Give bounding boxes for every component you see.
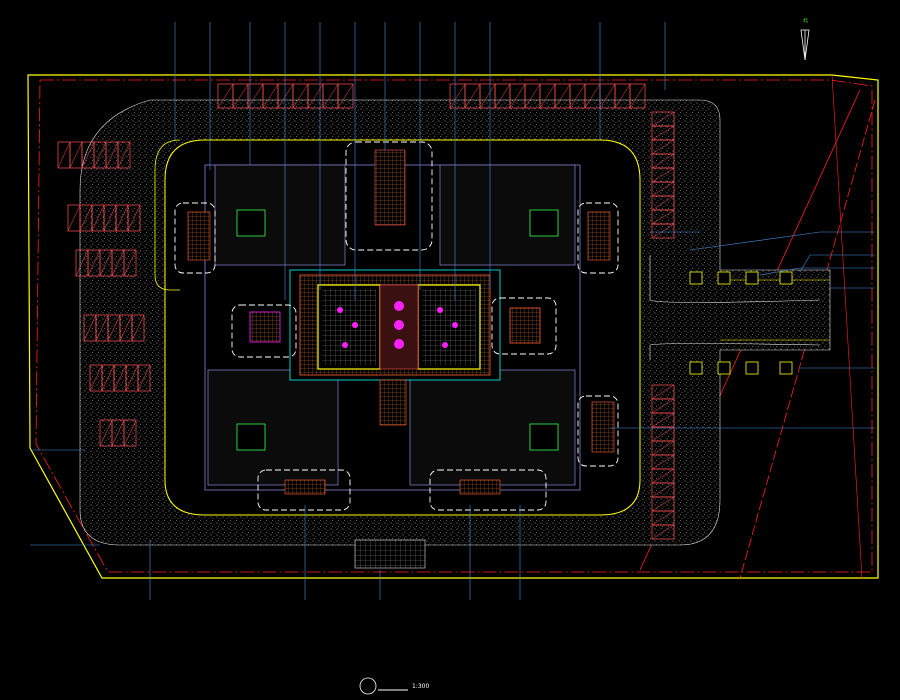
parking-stall-top-right-mark <box>494 83 511 109</box>
parking-stall-right-bottom-mark <box>651 510 675 526</box>
parking-stall-top-right-mark <box>524 83 541 109</box>
parking-stall-right-top-mark <box>651 139 675 155</box>
parking-stall-top-left <box>337 83 354 109</box>
leader-lines <box>30 22 875 600</box>
parking-stall-left-mark <box>87 249 101 277</box>
parking-stall-left-mark <box>89 364 103 392</box>
parking-stall-top-right-mark <box>479 83 496 109</box>
parking-stall-right-bottom-mark <box>651 468 675 484</box>
building <box>187 149 615 569</box>
parking-stall-left-mark <box>107 314 121 342</box>
parking-stall-left-mark <box>115 204 129 232</box>
tree-planters <box>649 255 821 375</box>
parking-stall-top-left-mark <box>307 83 324 109</box>
parking-stall-left-mark <box>123 419 137 447</box>
parking-stall-right-top-mark <box>651 167 675 183</box>
parking-stall-left-mark <box>127 204 141 232</box>
parking-stall-right-top-mark <box>651 223 675 239</box>
parking-stall-right-bottom-mark <box>651 482 675 498</box>
parking-stall-top-left-mark <box>232 83 249 109</box>
parking-stall-top-right <box>629 83 646 109</box>
dashed-blocks <box>174 141 619 511</box>
parking-stall-left-mark <box>101 364 115 392</box>
parking-stall-left-mark <box>57 141 71 169</box>
north-arrow: 北 <box>800 17 810 61</box>
parking-stall-left <box>137 364 151 392</box>
parking-stall-right-bottom-mark <box>651 412 675 428</box>
parking-stall-left-mark <box>83 314 97 342</box>
parking-stall-top-right-mark <box>539 83 556 109</box>
parking-stall-right-top-mark <box>651 125 675 141</box>
parking-stalls <box>57 83 675 540</box>
parking-stall-top-right-mark <box>449 83 466 109</box>
parking-stall-top-right-mark <box>614 83 631 109</box>
parking-stall-left-mark <box>111 419 125 447</box>
parking-stall-left <box>123 419 137 447</box>
parking-stall-left <box>123 249 137 277</box>
parking-stall-left-mark <box>69 141 83 169</box>
parking-stall-left-mark <box>91 204 105 232</box>
parking-stall-right-top-mark <box>651 209 675 225</box>
parking-stall-right-bottom-mark <box>651 440 675 456</box>
parking-stall-left-mark <box>95 314 109 342</box>
parking-stall-top-left-mark <box>337 83 354 109</box>
parking-stall-left-mark <box>117 141 131 169</box>
parking-stall-top-right-mark <box>599 83 616 109</box>
parking-stall-top-right-mark <box>554 83 571 109</box>
parking-stall-left <box>127 204 141 232</box>
parking-stall-right-top-mark <box>651 195 675 211</box>
parking-stall-left <box>117 141 131 169</box>
parking-stall-left-mark <box>119 314 133 342</box>
north-label: 北 <box>803 17 808 24</box>
parking-stall-right-bottom-mark <box>651 398 675 414</box>
parking-stall-right-top-mark <box>651 153 675 169</box>
parking-stall-top-right-mark <box>569 83 586 109</box>
parking-stall-top-left-mark <box>247 83 264 109</box>
parking-stall-right-top-mark <box>651 111 675 127</box>
parking-stall-top-left-mark <box>262 83 279 109</box>
parking-stall-left-mark <box>99 249 113 277</box>
parking-stall-left <box>131 314 145 342</box>
parking-stall-right-bottom-mark <box>651 384 675 400</box>
parking-stall-right-top <box>651 223 675 239</box>
parking-stall-left-mark <box>93 141 107 169</box>
parking-stall-top-right-mark <box>509 83 526 109</box>
parking-stall-left-mark <box>67 204 81 232</box>
parking-stall-right-bottom-mark <box>651 524 675 540</box>
parking-stall-left-mark <box>111 249 125 277</box>
parking-stall-right-bottom-mark <box>651 426 675 442</box>
parking-stall-left-mark <box>113 364 127 392</box>
parking-stall-right-bottom-mark <box>651 454 675 470</box>
parking-stall-right-bottom-mark <box>651 496 675 512</box>
title-block: 1:300 <box>359 677 429 695</box>
parking-stall-right-top-mark <box>651 181 675 197</box>
parking-stall-top-right-mark <box>464 83 481 109</box>
parking-stall-top-left-mark <box>217 83 234 109</box>
parking-stall-left-mark <box>79 204 93 232</box>
parking-stall-right-bottom <box>651 524 675 540</box>
parking-stall-left-mark <box>131 314 145 342</box>
parking-stall-left-mark <box>75 249 89 277</box>
parking-stall-left-mark <box>125 364 139 392</box>
parking-stall-left-mark <box>81 141 95 169</box>
drawing-scale: 1:300 <box>412 683 429 690</box>
parking-stall-left-mark <box>105 141 119 169</box>
parking-stall-top-right-mark <box>629 83 646 109</box>
parking-stall-top-right-mark <box>584 83 601 109</box>
parking-stall-left-mark <box>137 364 151 392</box>
parking-stall-top-left-mark <box>322 83 339 109</box>
parking-stall-left-mark <box>123 249 137 277</box>
parking-stall-left-mark <box>103 204 117 232</box>
parking-stall-top-left-mark <box>277 83 294 109</box>
parking-stall-left-mark <box>99 419 113 447</box>
parking-stall-top-left-mark <box>292 83 309 109</box>
